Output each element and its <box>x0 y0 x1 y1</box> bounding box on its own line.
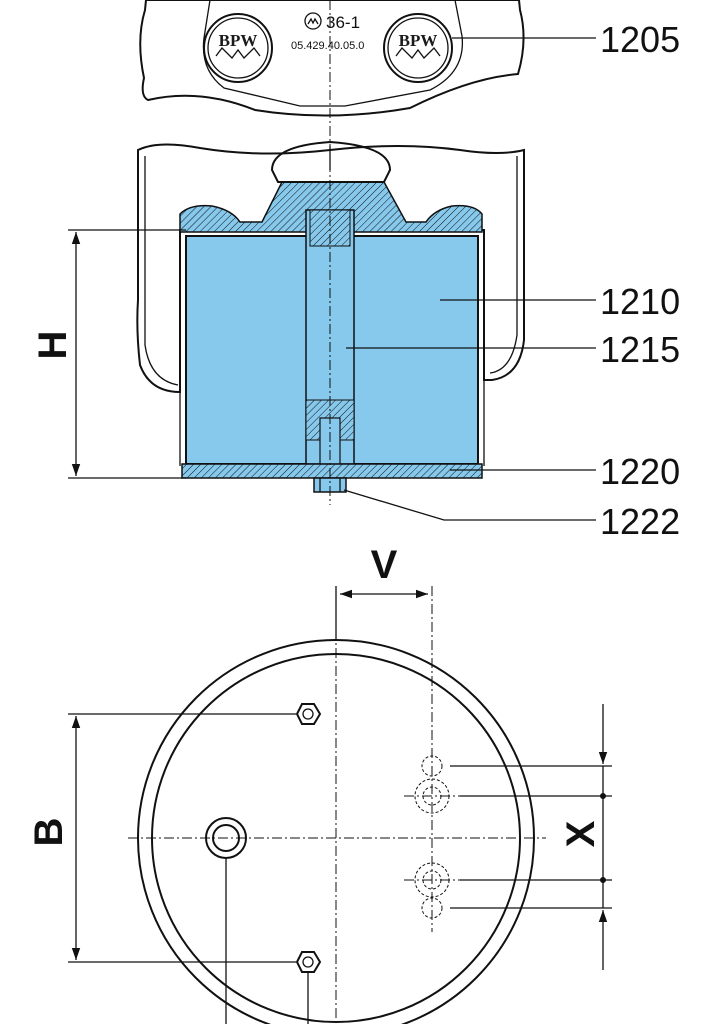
buffer-cap <box>270 140 392 183</box>
mounting-holes-hidden <box>404 586 460 932</box>
part-label-1210: 1210 <box>600 281 680 322</box>
bpw-logo-right: BPW <box>383 13 453 83</box>
dimension-h-label: H <box>31 331 75 360</box>
part-label-1220: 1220 <box>600 451 680 492</box>
section-view: H <box>31 0 525 505</box>
top-plate-section <box>179 181 483 233</box>
part-label-1205: 1205 <box>600 19 680 60</box>
air-bellows-top: BPW BPW 36-1 05.429.40.05.0 <box>139 0 525 117</box>
base-plate-1220 <box>181 463 483 479</box>
dimension-v-label: V <box>371 543 398 587</box>
bellows-cap-outline <box>139 0 525 117</box>
bpw-logo-left: BPW <box>203 13 273 83</box>
dimension-x-label: X <box>559 820 603 847</box>
bpw-logo-text-left: BPW <box>219 31 258 50</box>
plan-view: V B X <box>27 543 612 1024</box>
nut-bottom <box>295 951 322 973</box>
bellows-lower-outline <box>136 143 525 394</box>
dimension-b-label: B <box>27 818 71 847</box>
bpw-logo-text-right: BPW <box>399 31 438 50</box>
bpw-small-seal-icon <box>304 12 322 30</box>
bellows-part-number: 05.429.40.05.0 <box>291 40 364 52</box>
part-label-1215: 1215 <box>600 329 680 370</box>
nut-top <box>295 703 322 725</box>
bellows-code: 36-1 <box>326 13 360 32</box>
part-leaders <box>343 37 596 521</box>
part-label-1222: 1222 <box>600 501 680 542</box>
